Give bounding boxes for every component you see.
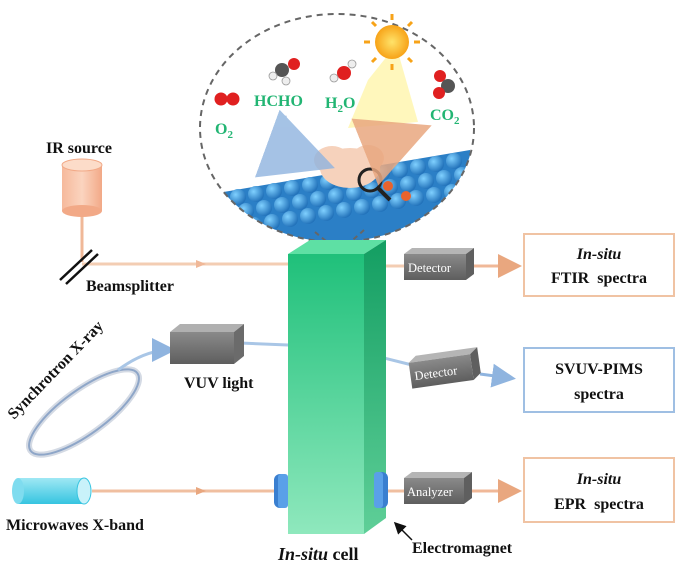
vuv-beam — [239, 341, 289, 347]
co2-molecule-icon — [433, 70, 455, 99]
detector-mid-label: Detector — [414, 363, 459, 383]
o2-molecule-icon — [214, 92, 240, 106]
epr-output-box: In-situ EPR spectra — [523, 457, 675, 523]
detector-top-label: Detector — [408, 261, 452, 275]
ftir-line1: In-situ — [576, 246, 622, 263]
epr-line2: EPR spectra — [554, 496, 644, 513]
co2-label: CO2 — [430, 107, 460, 127]
electromagnet-label: Electromagnet — [412, 540, 513, 557]
microwaves-label: Microwaves X-band — [6, 517, 144, 534]
ir-source-icon — [61, 158, 103, 217]
cell-label: In-situ cell — [277, 544, 359, 564]
analyzer-box: Analyzer — [404, 472, 472, 504]
hcho-molecule-icon — [268, 58, 300, 86]
h2o-label: H2O — [325, 95, 355, 115]
synchrotron-ring — [26, 366, 142, 458]
analyzer-label: Analyzer — [407, 485, 454, 499]
hcho-label: HCHO — [254, 93, 303, 110]
epr-line1: In-situ — [576, 471, 622, 488]
detector-top-box: Detector — [404, 248, 474, 280]
beamsplitter-label: Beamsplitter — [86, 278, 174, 295]
svuv-line1: SVUV-PIMS — [555, 361, 643, 378]
svuv-line2: spectra — [574, 386, 624, 403]
synchrotron-beam — [117, 338, 176, 372]
beamsplitter-icon — [59, 249, 99, 285]
vuv-light-label: VUV light — [184, 375, 254, 392]
electromagnet-left — [274, 474, 288, 508]
reaction-inset: O2 HCHO H2O CO2 — [199, 13, 475, 247]
sun-icon — [364, 14, 420, 70]
ir-source-label: IR source — [46, 140, 112, 157]
ftir-output-box: In-situ FTIR spectra — [523, 233, 675, 297]
ftir-line2: FTIR spectra — [551, 270, 647, 287]
vuv-light-box — [170, 324, 244, 364]
detector-mid-box: Detector — [408, 347, 481, 389]
svuv-beam-2 — [479, 363, 516, 388]
o2-label: O2 — [215, 121, 233, 141]
electromagnet-right — [374, 472, 388, 508]
h2o-molecule-icon — [329, 59, 357, 83]
in-situ-cell — [288, 240, 386, 534]
svuv-output-box: SVUV-PIMS spectra — [523, 347, 675, 413]
electromagnet-pointer — [393, 521, 413, 541]
microwave-source-icon — [12, 477, 92, 505]
